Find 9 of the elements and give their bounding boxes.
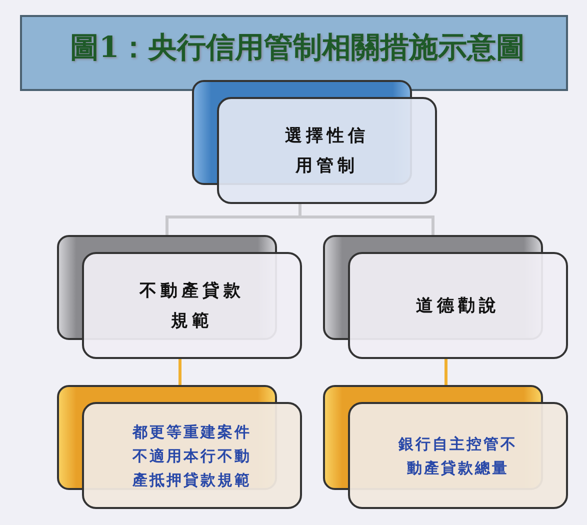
title-text: 圖1：央行信用管制相關措施示意圖: [70, 29, 526, 66]
connector-line: [178, 359, 182, 385]
box-label: 道德勸說: [416, 294, 500, 318]
connector-line: [444, 359, 448, 385]
box-label: 都更等重建案件不適用本行不動產抵押貸款規範: [131, 422, 252, 490]
box-label: 銀行自主控管不動產貸款總量: [397, 434, 518, 478]
box-label: 選擇性信用管制: [284, 124, 370, 178]
box-label: 不動產貸款規範: [138, 280, 246, 332]
connector-line: [298, 204, 434, 235]
